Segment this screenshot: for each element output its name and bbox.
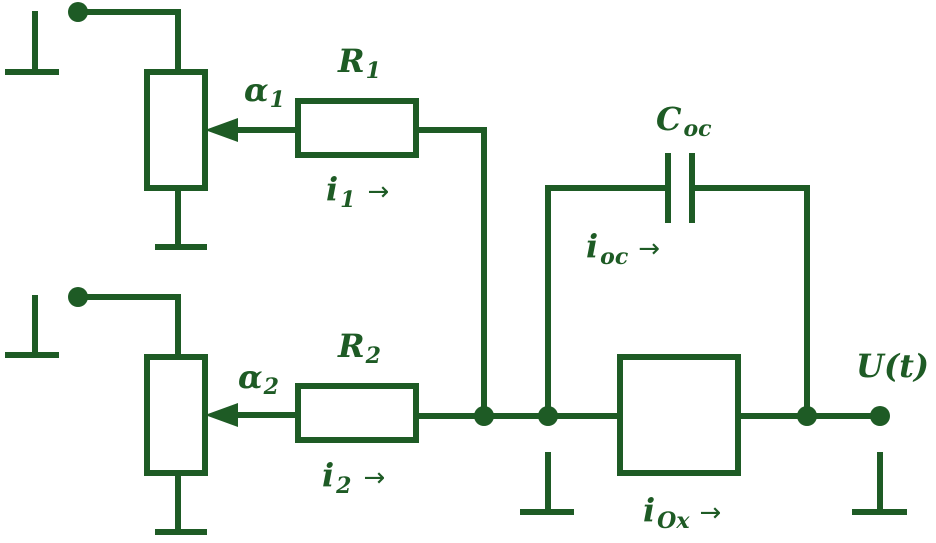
junction-node-2	[538, 406, 558, 426]
circuit-wiring	[5, 9, 907, 535]
label-alpha2: α2	[238, 358, 279, 400]
capacitor-right-wire	[689, 185, 810, 419]
junction-node-3	[797, 406, 817, 426]
pot1-top-wire	[75, 9, 181, 75]
potentiometer-1	[144, 69, 208, 191]
integrator-block	[617, 354, 741, 476]
resistor-r2	[295, 383, 419, 443]
terminal-pot1	[68, 2, 88, 22]
label-coc: Coc	[656, 100, 712, 142]
middle-ground	[520, 452, 574, 515]
terminal-pot2	[68, 287, 88, 307]
potentiometer-2	[144, 354, 208, 476]
left-ground-2	[5, 295, 59, 358]
label-output-voltage: U(t)	[856, 347, 929, 385]
label-r1: R1	[337, 42, 381, 84]
capacitor-left-wire	[545, 185, 671, 419]
wiper-arrow-2	[205, 403, 238, 427]
left-ground-1	[5, 11, 59, 75]
label-iox: iOx→	[643, 491, 721, 534]
resistor-r1	[295, 98, 419, 158]
output-terminal	[870, 406, 890, 426]
label-r2: R2	[337, 327, 381, 369]
label-i1: i1→	[326, 170, 389, 213]
pot2-top-wire	[75, 294, 181, 360]
junction-node-1	[474, 406, 494, 426]
output-ground	[852, 452, 907, 515]
wiper-arrow-1	[205, 118, 238, 142]
label-i2: i2→	[322, 456, 385, 499]
label-alpha1: α1	[244, 71, 285, 113]
r1-to-junction-wire	[413, 127, 487, 419]
label-ioc: ioc→	[586, 227, 660, 270]
